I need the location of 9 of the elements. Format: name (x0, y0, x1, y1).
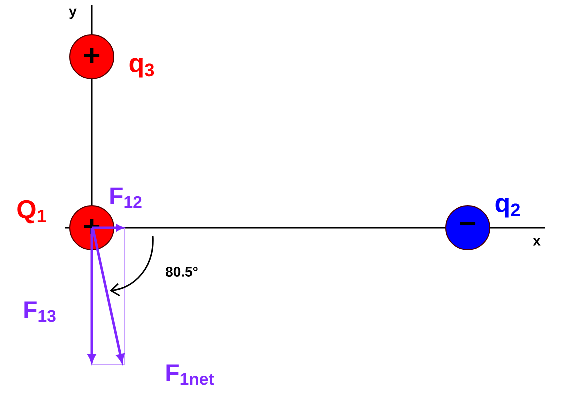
charge-label: q$_{2}$ (496, 198, 520, 218)
charge-label: q$_{3}$ (130, 58, 154, 78)
charge-label: Q$_{1}$ (18, 200, 46, 224)
axis-label: x (533, 238, 541, 246)
force-label: F$_{1net}$ (166, 364, 214, 386)
force-label: F$_{12}$ (110, 188, 142, 208)
force-label: F$_{13}$ (24, 302, 56, 322)
angle-label: 80.5° (166, 267, 198, 277)
axis-label: y (69, 8, 77, 20)
